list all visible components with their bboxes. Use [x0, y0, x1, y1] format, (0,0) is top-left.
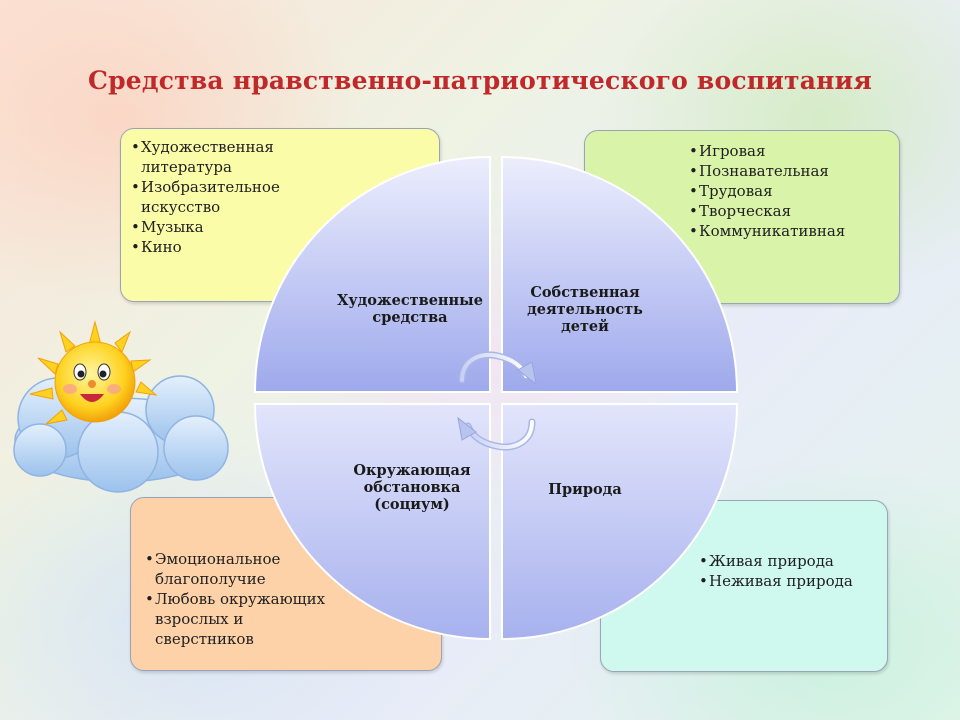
quadrant-label-art-means: Художественные средства [337, 292, 483, 326]
list-nature: Живая природа Неживая природа [697, 551, 877, 591]
list-item: Познавательная [687, 161, 887, 181]
cloud-icon [13, 375, 229, 493]
list-item: Кино [129, 237, 289, 257]
sun-icon [29, 320, 158, 425]
list-item: Музыка [129, 217, 289, 237]
list-art-means: Художественная литература Изобразительно… [129, 137, 289, 257]
list-item: Неживая природа [697, 571, 877, 591]
list-item: Любовь окружающих взрослых и сверстников [143, 589, 333, 649]
list-item: Игровая [687, 141, 887, 161]
list-item: Коммуникативная [687, 221, 887, 241]
quadrant-social-environment [253, 403, 491, 641]
quadrant-art-means [253, 155, 491, 393]
quadrant-label-social-environment: Окружающая обстановка (социум) [353, 462, 471, 513]
list-item: Художественная литература [129, 137, 289, 177]
quadrant-label-nature: Природа [548, 481, 622, 498]
cycle-arrows-icon [457, 351, 537, 451]
list-item: Живая природа [697, 551, 877, 571]
list-item: Творческая [687, 201, 887, 221]
quadrant-label-children-activity: Собственная деятельность детей [527, 284, 643, 335]
list-item: Трудовая [687, 181, 887, 201]
list-social-environment: Эмоциональное благополучие Любовь окружа… [143, 549, 333, 649]
list-item: Изобразительное искусство [129, 177, 289, 217]
quadrant-nature [501, 403, 739, 641]
list-item: Эмоциональное благополучие [143, 549, 333, 589]
page-title: Средства нравственно-патриотического вос… [88, 66, 872, 95]
quadrant-children-activity [501, 155, 739, 393]
list-children-activity: Игровая Познавательная Трудовая Творческ… [687, 141, 887, 241]
